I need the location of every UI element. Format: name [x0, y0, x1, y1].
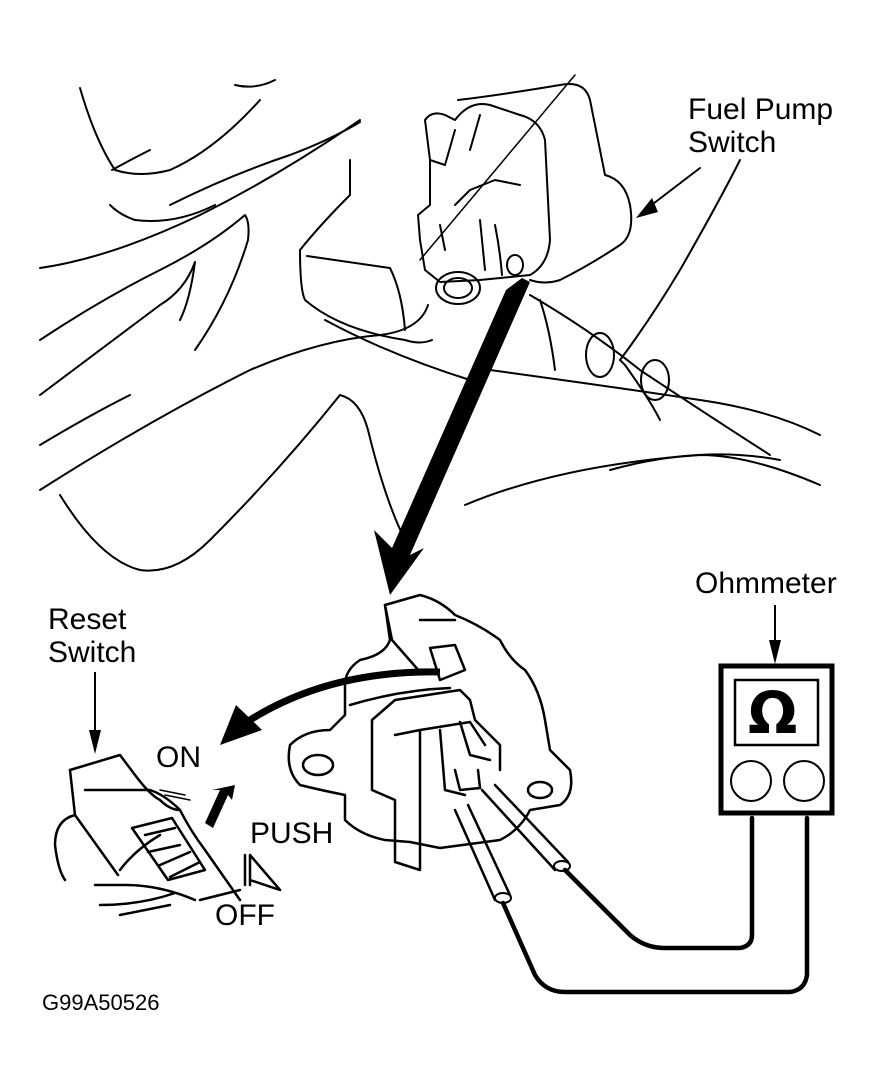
body-line [539, 299, 556, 371]
fuel-pump-switch-label-line2: Switch [688, 126, 777, 159]
reset-direction-arrow [248, 668, 441, 723]
switch-small [417, 103, 551, 283]
reset-switch-body [93, 833, 242, 917]
body-line [464, 454, 821, 506]
on-marker [159, 789, 191, 801]
reset-switch-leader-arrowhead [89, 730, 101, 754]
reset-switch-label-line1: Reset [48, 603, 127, 636]
bolt [585, 332, 615, 378]
test-lead-left [500, 815, 810, 995]
body-line [529, 294, 771, 456]
switch-on-label: ON [156, 741, 201, 774]
probe-right [480, 783, 570, 872]
switch-small-hole [506, 254, 524, 276]
figure-id: G99A50526 [42, 990, 160, 1015]
ohmmeter-display [733, 678, 820, 747]
body-line [619, 159, 741, 361]
body-line [39, 304, 429, 491]
ohmmeter-terminal-right [783, 760, 825, 802]
body-line [457, 83, 633, 284]
body-line [39, 394, 131, 446]
mount-hole-left [301, 753, 335, 777]
fuel-pump-switch-label-line1: Fuel Pump [688, 93, 834, 126]
reset-switch-body [68, 753, 242, 902]
body-line [109, 204, 216, 222]
switch-small-connector [435, 271, 481, 305]
body-line [39, 261, 196, 396]
switch-off-label: OFF [215, 899, 275, 932]
body-line [234, 79, 276, 88]
body-line [324, 319, 471, 381]
body-line [169, 121, 361, 206]
body-line [59, 394, 406, 572]
probe-left [453, 803, 512, 902]
ohmmeter-leader-arrowhead [769, 640, 781, 664]
body-line [79, 87, 261, 175]
fuel-pump-switch-leader [644, 167, 701, 211]
reset-switch-body [53, 768, 120, 882]
connector-latch [453, 768, 482, 792]
ohm-symbol-icon: Ω [748, 679, 798, 747]
fuel-pump-leader-arrowhead [636, 198, 658, 218]
ohmmeter-terminal-left [730, 760, 772, 802]
body-line [299, 159, 433, 344]
body-line [306, 255, 406, 331]
mount-hole-right [526, 780, 554, 800]
body-line [39, 214, 250, 351]
ohmmeter-label: Ohmmeter [695, 567, 837, 600]
zoom-arrow [374, 278, 530, 595]
body-line [39, 119, 361, 269]
reset-direction-arrowhead [220, 705, 262, 745]
reset-switch-body [83, 788, 182, 812]
body-line [111, 149, 151, 171]
off-marker [243, 853, 282, 892]
switch-push-label: PUSH [250, 817, 334, 850]
push-arrow [205, 785, 235, 828]
switch-body-detail [348, 603, 467, 707]
reset-button [130, 816, 207, 882]
connector [370, 688, 502, 872]
test-lead-right [562, 815, 755, 951]
probe-right-cap [553, 860, 571, 872]
switch-body [287, 593, 573, 850]
reset-switch-label-line2: Switch [48, 636, 137, 669]
body-line [489, 369, 821, 436]
bolt [640, 359, 670, 401]
